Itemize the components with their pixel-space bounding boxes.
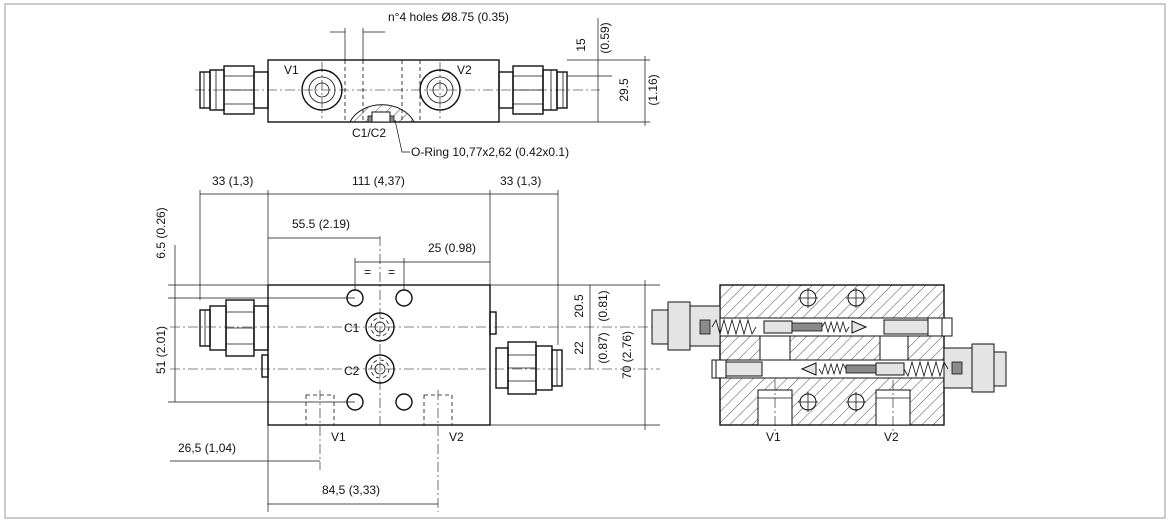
top-dim-offset-in: (0.59) xyxy=(598,22,612,53)
dim-v1-pos: 26,5 (1,04) xyxy=(178,441,236,455)
dim-top-offset: 6.5 (0.26) xyxy=(154,207,168,258)
section-upper-cartridge xyxy=(651,301,943,351)
label-c1: C1 xyxy=(344,321,360,335)
top-label-v1: V1 xyxy=(284,63,299,77)
dim-front-height: 51 (2.01) xyxy=(154,326,168,374)
section-lower-cartridge xyxy=(715,343,1007,393)
dim-c1-in: (0.81) xyxy=(596,290,610,321)
label-v2: V2 xyxy=(449,430,464,444)
top-label-v2: V2 xyxy=(457,63,472,77)
oring-note: O-Ring 10,77x2,62 (0.42x0.1) xyxy=(411,145,569,159)
section-view: V1 V2 xyxy=(651,284,1007,444)
dim-hole-spacing: 25 (0.98) xyxy=(428,241,476,255)
equal-mark-2: = xyxy=(388,265,395,279)
equal-mark-1: = xyxy=(364,265,371,279)
top-dim-height: 29.5 xyxy=(617,78,631,102)
section-label-v1: V1 xyxy=(766,430,781,444)
dim-body-width: 111 (4,37) xyxy=(352,174,405,188)
dim-v2-pos: 84,5 (3,33) xyxy=(322,483,380,497)
drawing-frame xyxy=(4,3,1166,519)
top-label-c1c2: C1/C2 xyxy=(352,126,386,140)
section-label-v2: V2 xyxy=(884,430,899,444)
front-view-left-cartridge xyxy=(199,299,269,357)
dim-total-height: 70 (2.76) xyxy=(620,331,634,379)
top-dim-offset: 15 xyxy=(574,38,588,52)
front-view-right-cartridge xyxy=(495,341,563,395)
label-c2: C2 xyxy=(344,364,360,378)
dim-right-overhang: 33 (1,3) xyxy=(500,174,541,188)
dim-left-overhang: 33 (1,3) xyxy=(212,174,253,188)
front-view: 33 (1,3) 111 (4,37) 33 (1,3) 55.5 (2.19)… xyxy=(154,174,660,512)
dim-c2-in: (0.87) xyxy=(596,332,610,363)
label-v1: V1 xyxy=(331,430,346,444)
dim-center: 55.5 (2.19) xyxy=(292,217,350,231)
top-dim-height-in: (1.16) xyxy=(646,74,660,105)
holes-note: n°4 holes Ø8.75 (0.35) xyxy=(388,10,509,24)
dim-c2: 22 xyxy=(572,341,586,355)
dim-c1: 20.5 xyxy=(572,294,586,318)
top-view: n°4 holes Ø8.75 (0.35) 15 (0.59) 29.5 (1… xyxy=(195,10,660,159)
